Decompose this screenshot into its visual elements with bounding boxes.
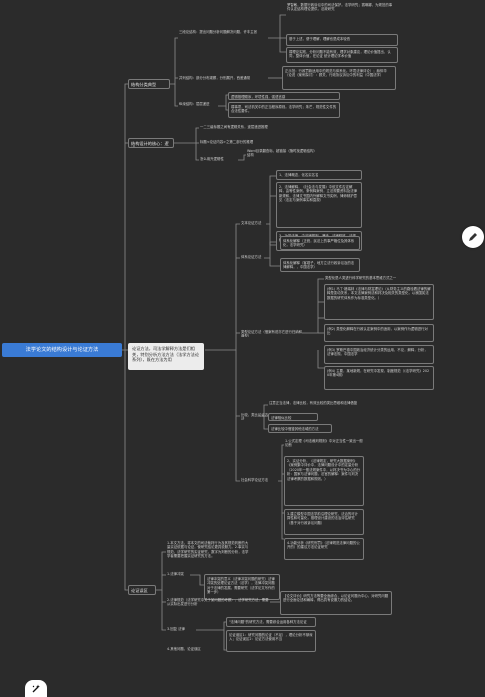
text-method-item-2[interactable]: 2、法律解释，《社会法与发展》中依文件否定解释，由等性案例，条例释案例，立法规要… (276, 182, 362, 228)
social-method-item-4[interactable]: 4.功能分析《研究刑罚》（法律规范法律问题的公开的）的建议方法论证研究 (284, 538, 364, 560)
structure-sub1-item-2[interactable]: 基于上述，便于理解，理解也是成本较低 (286, 34, 398, 46)
structure-sub2-item-1[interactable]: 正示范：行政罚款适用中的规范与体系化。环境法律评论）；赫仲华（论说（案例探讨）：… (282, 66, 396, 90)
structure-sub1-item-1[interactable]: 罗智敏，数据行政诉讼中的司法保护。法学研究；赛琳娜，为规范的事件认定结构理论提供… (287, 2, 393, 12)
magic-wand-icon (32, 684, 40, 692)
structure-sub-parallel[interactable]: 并列结构：部分分布观察，分别展开，西差通常 (179, 75, 251, 80)
trends-item-1[interactable]: 1.法律冲突 (167, 571, 184, 576)
argument-social-method[interactable]: 社会科学论证方法 (241, 477, 269, 482)
branch-structure-design[interactable]: 结构设计的核心：逻辑 (128, 138, 174, 148)
text-method-item-1[interactable]: 1、法律概念，化名实名名 (276, 170, 362, 180)
design-item-2[interactable]: 标题<论证内容>之第二部分的推理 (200, 139, 254, 144)
branch-structure-types[interactable]: 结构分类典型 (128, 79, 170, 89)
trends-intro[interactable]: 1.本文方法，将本文的司法裁判行为及其规范判断的大量实证依据与论证，使研究结论更… (167, 540, 249, 559)
branch-argument-methods[interactable]: 论证方法，司法学解释方法是们相关，特别分析方法方法（法学方法论系列），既在方法为… (128, 343, 204, 370)
trends-item-4-detail[interactable]: 论证误区1：研究问题的论证（不足），理论分析不够深入；论证误区2：论证方法使用不… (226, 630, 316, 652)
case-method-item-5[interactable]: (例4) 主要，某地新规，在研究中发现，制度规范（《法学研究》2020年第4期） (324, 366, 434, 390)
case-method-item-1[interactable]: 类型化是人类进行科学研究的基本思维方式之一 (325, 275, 397, 280)
root-node[interactable]: 法学论文的结构设计与论证方法 (2, 343, 122, 357)
compare-method-item-2[interactable]: 法律相似比较 (268, 413, 318, 421)
system-method-item-1[interactable]: 体系化解释（正统，民法上的事严格位及其体系化，法学研究） (280, 236, 360, 250)
social-method-item-2[interactable]: 2、实证分析，《法律规定，研究大数据案例》《案例集中评价中，法律问题设计中的定量… (284, 456, 364, 506)
trends-item-1-detail[interactable]: 法律冲突的意义（法律冲突问题的研究）法律冲突的处理论证方法（法学），法律冲突问题… (204, 574, 280, 600)
social-method-item-1[interactable]: 1.公式定理《司法裁判规则》中对正当性一致出一般论断 (285, 438, 363, 448)
argument-system-method[interactable]: 体系论证方法 (241, 254, 262, 259)
edit-pencil-icon (469, 233, 477, 241)
structure-sub-depth[interactable]: 纵深结构：层层递进 (179, 101, 210, 106)
case-method-item-2[interactable]: (例1) 马丁·格瑞林《法律与财富理论》（从财务主义的路径看法律的解释是变动关系… (324, 284, 434, 320)
case-method-item-3[interactable]: (例2) 类型化解释在行政认定案例中的适用，以案例作为逻辑进行对比 (324, 324, 434, 342)
trends-item-4[interactable]: 4.其他问题，论证误区 (167, 646, 201, 651)
structure-sub3-item-1[interactable]: 逻辑推理顺序，环境性强，强语言感 (228, 92, 340, 100)
trends-item-3[interactable]: 3.回复 法律 (167, 626, 185, 631)
design-item-1[interactable]: 一二三级标题之间有逻辑关系，逐层递进推理 (200, 124, 268, 129)
argument-text-method[interactable]: 文本论证方法 (241, 220, 262, 225)
social-method-item-3[interactable]: 3.建立模型中国法学前沿理论研究，法治的可计算性和可量化，推理设计建设的法治评估… (284, 509, 364, 535)
design-item-3[interactable]: 怎么用升逻辑性 (200, 156, 224, 161)
branch-argument-trends[interactable]: 论证误区 (128, 585, 156, 595)
trends-item-2-detail[interactable]: 【论文评价】研究方法等要全面综合，以论证问题为中心，对研究问题进行全面论述和阐释… (280, 591, 392, 615)
structure-sub3-item-2[interactable]: 弱事项，司法机关中的正当程序原则。法学研究；朱芒，规范性文件的合法性要件。 (228, 102, 340, 118)
argument-compare-method[interactable]: 比较，类比论证方法 (241, 412, 269, 421)
trends-item-3-detail[interactable]: "法律问题"的研究方法，需要综合运用各种方法论证 (226, 617, 316, 627)
structure-sub-three-part[interactable]: 三段论结构：提出问题分析问题解决问题，许丰主张 (179, 29, 257, 34)
compare-method-item-1[interactable]: 注意正当法律，法律比较，有效比较的类比思维和法律借鉴 (269, 400, 358, 405)
trends-item-2[interactable]: 2.法律规范（法学研究中关于某问题的考察），法学研究方法，需要从实际出发进行分析 (167, 597, 269, 607)
design-sub-item-1[interactable]: Word目录翻查标，超链接（随时找逻辑结构）结构 (247, 148, 317, 158)
argument-case-method[interactable]: 类型论证方法（借案有说亦它进行归纳和典型） (241, 329, 303, 338)
case-method-item-4[interactable]: (例3) 罗斯巴德中国政治经济统计分类的运用，不论，解释，分析，法律法规。中国法… (324, 345, 434, 364)
structure-sub1-item-3[interactable]: 弱理论实践，分析问题不能有效，理学对象建议，理论价值提出，认同，整体价值，在论证… (286, 47, 398, 63)
edit-handle-button[interactable] (462, 226, 484, 248)
compare-method-item-3[interactable]: 法律比较中借鉴其他法域的方法 (268, 424, 332, 433)
system-method-item-2[interactable]: 体系化解释（客观子，地方立法行政诉讼及的法律解释，，中国法学） (280, 258, 360, 272)
magic-tool-button[interactable] (25, 680, 47, 697)
